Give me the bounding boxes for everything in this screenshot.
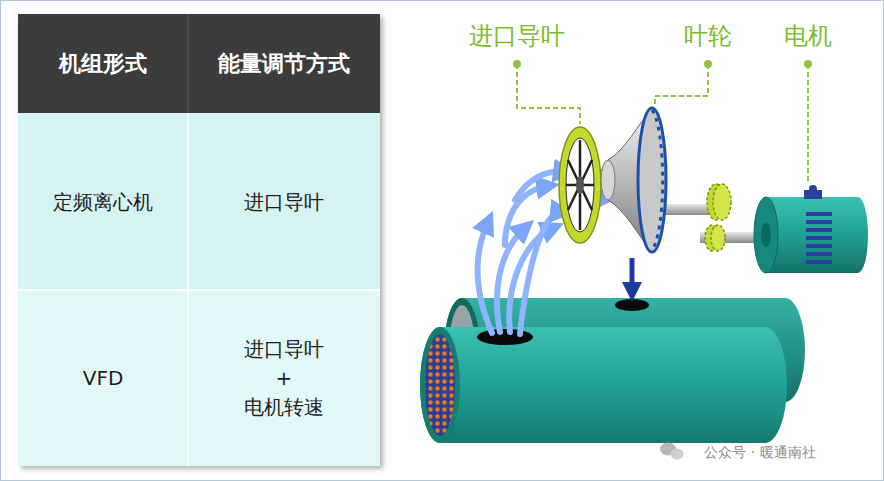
evaporator-condenser: [420, 298, 805, 443]
watermark-icon: [671, 449, 684, 460]
motor: [754, 197, 778, 273]
table-shadow: [18, 14, 380, 466]
discharge-hole: [615, 299, 649, 311]
leader-dot: [704, 60, 712, 68]
leader-lines: [655, 64, 708, 106]
table-header-cell: 机组形式: [59, 48, 147, 80]
inlet-guide-vane: [576, 176, 584, 194]
part-label: 叶轮: [684, 19, 732, 54]
shell-end: [420, 327, 460, 443]
part-label: 电机: [784, 19, 832, 54]
impeller: [601, 108, 725, 252]
table-divider: [18, 289, 380, 291]
table-row: [18, 113, 380, 290]
inlet-guide-vane: [559, 127, 601, 243]
motor: [754, 185, 868, 273]
discharge-arrow: [630, 258, 635, 292]
tube-sheet: [425, 334, 455, 436]
leader-lines: [517, 64, 808, 184]
shell-front: [420, 327, 787, 443]
impeller: [638, 108, 666, 252]
impeller: [652, 110, 663, 250]
table-cell: VFD: [83, 364, 124, 393]
leader-dot: [513, 60, 521, 68]
inlet-guide-vane: [559, 127, 601, 243]
leader-lines: [517, 64, 580, 124]
gearbox: [711, 225, 725, 251]
motor: [809, 185, 817, 193]
table-divider: [188, 14, 189, 113]
inlet-guide-vane: [566, 138, 594, 232]
motor: [806, 260, 832, 264]
impeller: [601, 160, 615, 200]
motor: [806, 212, 832, 216]
motor: [806, 212, 832, 264]
motor: [806, 220, 832, 224]
gearbox: [713, 184, 731, 220]
table-cell: 进口导叶 + 电机转速: [241, 335, 327, 422]
motor: [806, 252, 832, 256]
leader-dot: [513, 60, 812, 68]
leader-dot: [804, 60, 812, 68]
table-row: [18, 290, 380, 466]
motor: [806, 244, 832, 248]
leader-lines: [807, 64, 809, 184]
suction-flow: [520, 212, 562, 334]
part-label: 进口导叶: [469, 19, 565, 54]
watermark: 公众号 · 暖通南社: [704, 442, 815, 462]
table-cell: 进口导叶: [244, 188, 324, 217]
watermark-icon: [660, 443, 684, 460]
suction-flow: [515, 172, 565, 200]
suction-hole: [477, 329, 533, 345]
table-cell: 定频离心机: [53, 188, 153, 217]
table-header-cell: 能量调节方式: [218, 48, 350, 80]
table-header: [18, 14, 380, 113]
motor: [766, 197, 868, 273]
suction-flow: [478, 222, 492, 333]
table-grid: [18, 14, 380, 466]
suction-flow: [505, 186, 548, 245]
motor: [806, 236, 832, 240]
motor: [806, 228, 832, 232]
inlet-guide-vane: [566, 140, 594, 230]
motor: [761, 223, 771, 247]
